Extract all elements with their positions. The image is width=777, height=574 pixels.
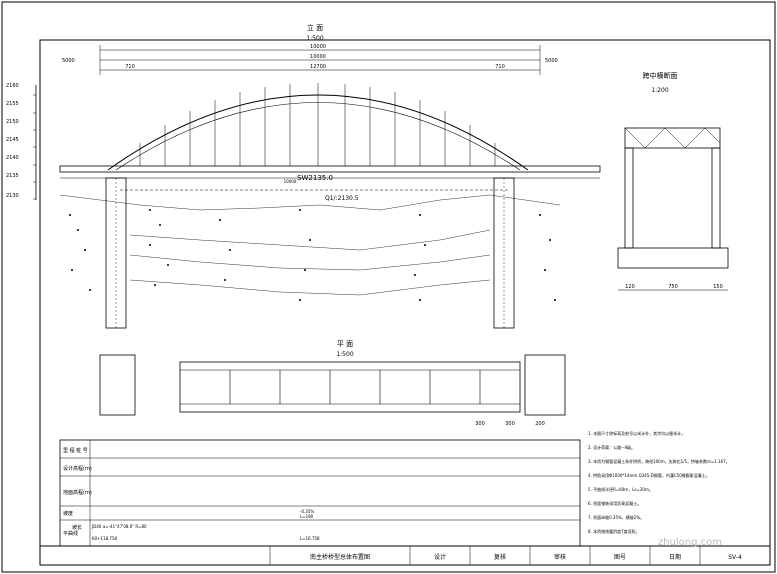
note-item: 5. 平曲线半径R=60m，Ls=20m。 — [588, 486, 653, 492]
notes-block: 1. 本图尺寸除标高及桩号以米计外，其余均以厘米计。 2. 设计荷载：公路—Ⅱ级… — [588, 430, 730, 534]
axis-tick-label: 2145 — [6, 137, 19, 143]
bridge-deck — [59, 165, 601, 173]
note-item: 1. 本图尺寸除标高及桩号以米计外，其余均以厘米计。 — [588, 430, 685, 436]
plan-right-pier — [524, 354, 566, 416]
dim-total: 10000 — [310, 44, 326, 50]
dim-side-right: 710 — [495, 64, 505, 70]
dim-inner: 10000 — [310, 54, 326, 60]
elevation-axis: 2160 2155 2150 2145 2140 2135 2130 — [6, 83, 37, 200]
table-row-label: 里 程 桩 号 — [63, 447, 88, 454]
note-item: 2. 设计荷载：公路—Ⅱ级。 — [588, 444, 635, 450]
slope-length: L=190 — [300, 514, 314, 519]
cross-top-beam — [624, 127, 721, 149]
table-row-label: 设计高程(m) — [63, 465, 92, 472]
soil-layers — [59, 194, 561, 296]
checker-label: 复核 — [494, 553, 506, 561]
drawing-name: 南主桥桥型总体布置图 — [310, 553, 370, 561]
title-block: 南主桥桥型总体布置图 设计 复核 审核 图号 日期 SV-4 — [39, 545, 771, 566]
station-label: K0+118.758 — [92, 536, 118, 541]
water-level: SW2135.0 — [297, 174, 333, 182]
cross-section-scale: 1:200 — [651, 87, 668, 94]
plan-dim: 300 — [505, 421, 515, 427]
sheet-number: SV-4 — [728, 554, 742, 561]
cross-truss — [624, 127, 721, 149]
elevation-view: 立 面 1:500 10000 10000 12700 710 710 5000… — [6, 23, 601, 329]
flood-level: Q1/:2130.5 — [325, 195, 359, 202]
table-row-label: 坡度 — [63, 510, 73, 517]
reviewer-label: 审核 — [554, 553, 566, 561]
dim-side-left: 710 — [125, 64, 135, 70]
plan-deck-outline — [179, 361, 521, 413]
date-label: 日期 — [669, 553, 681, 561]
cross-dim: 150 — [713, 284, 723, 290]
slope-value: -0.35% — [300, 509, 314, 514]
axis-tick-label: 2160 — [6, 83, 19, 89]
curve-label: JD46 α=-41°47'08.0" R=80 — [91, 524, 147, 529]
axis-tick-label: 2140 — [6, 155, 19, 161]
cross-dim: 750 — [668, 284, 678, 290]
watermark: zhulong.com — [658, 537, 722, 548]
note-item: 4. 拱肋采用Φ1000*14mm Q345-D钢管，内灌C50微膨胀混凝土。 — [588, 472, 710, 478]
dim-span: 12700 — [310, 64, 326, 70]
right-station: 5000 — [545, 58, 558, 64]
left-station: 5000 — [62, 58, 75, 64]
plan-title: 平 面 — [337, 340, 353, 348]
plan-scale: 1:500 — [336, 351, 353, 358]
soil-texture — [69, 209, 556, 301]
note-item: 7. 桥面纵坡0.35%，横坡2%。 — [588, 514, 644, 520]
designer-label: 设计 — [434, 553, 446, 561]
bridge-length: 10000 — [284, 179, 297, 184]
plan-dim: 300 — [475, 421, 485, 427]
profile-table: 里 程 桩 号 设计高程(m) 地面高程(m) 坡度 平曲线 坡长 JD46 α… — [59, 439, 581, 547]
cross-section-title: 跨中横断面 — [643, 71, 678, 80]
axis-tick-label: 2135 — [6, 173, 19, 179]
curve-label2: L=16.758 — [300, 536, 320, 541]
axis-tick-label: 2150 — [6, 119, 19, 125]
cross-section-view: 跨中横断面 1:200 120 750 150 — [617, 71, 729, 291]
slope-label: 坡长 — [72, 524, 82, 531]
note-item: 8. 本桥按地震烈度7度设防。 — [588, 528, 640, 534]
arch-hangers — [139, 83, 496, 166]
table-row-label: 地面高程(m) — [63, 489, 92, 496]
cross-dim: 120 — [625, 284, 635, 290]
axis-tick-label: 2155 — [6, 101, 19, 107]
table-row-label: 平曲线 — [63, 530, 78, 537]
elevation-scale: 1:500 — [306, 35, 323, 42]
plan-view: 平 面 1:500 300 300 200 — [99, 340, 566, 427]
plan-crossbeams — [229, 370, 481, 404]
note-item: 3. 本桥为钢管混凝土系杆拱桥，跨径100m，矢跨比1/5，拱轴系数m=1.16… — [588, 458, 730, 464]
elevation-title: 立 面 — [307, 23, 323, 32]
drawing-no-label: 图号 — [614, 554, 626, 561]
plan-dim: 200 — [535, 421, 545, 427]
note-item: 6. 桥面铺装采用沥青混凝土。 — [588, 500, 641, 506]
plan-left-pier — [99, 354, 136, 416]
cross-deck — [617, 247, 729, 269]
axis-tick-label: 2130 — [6, 193, 19, 199]
